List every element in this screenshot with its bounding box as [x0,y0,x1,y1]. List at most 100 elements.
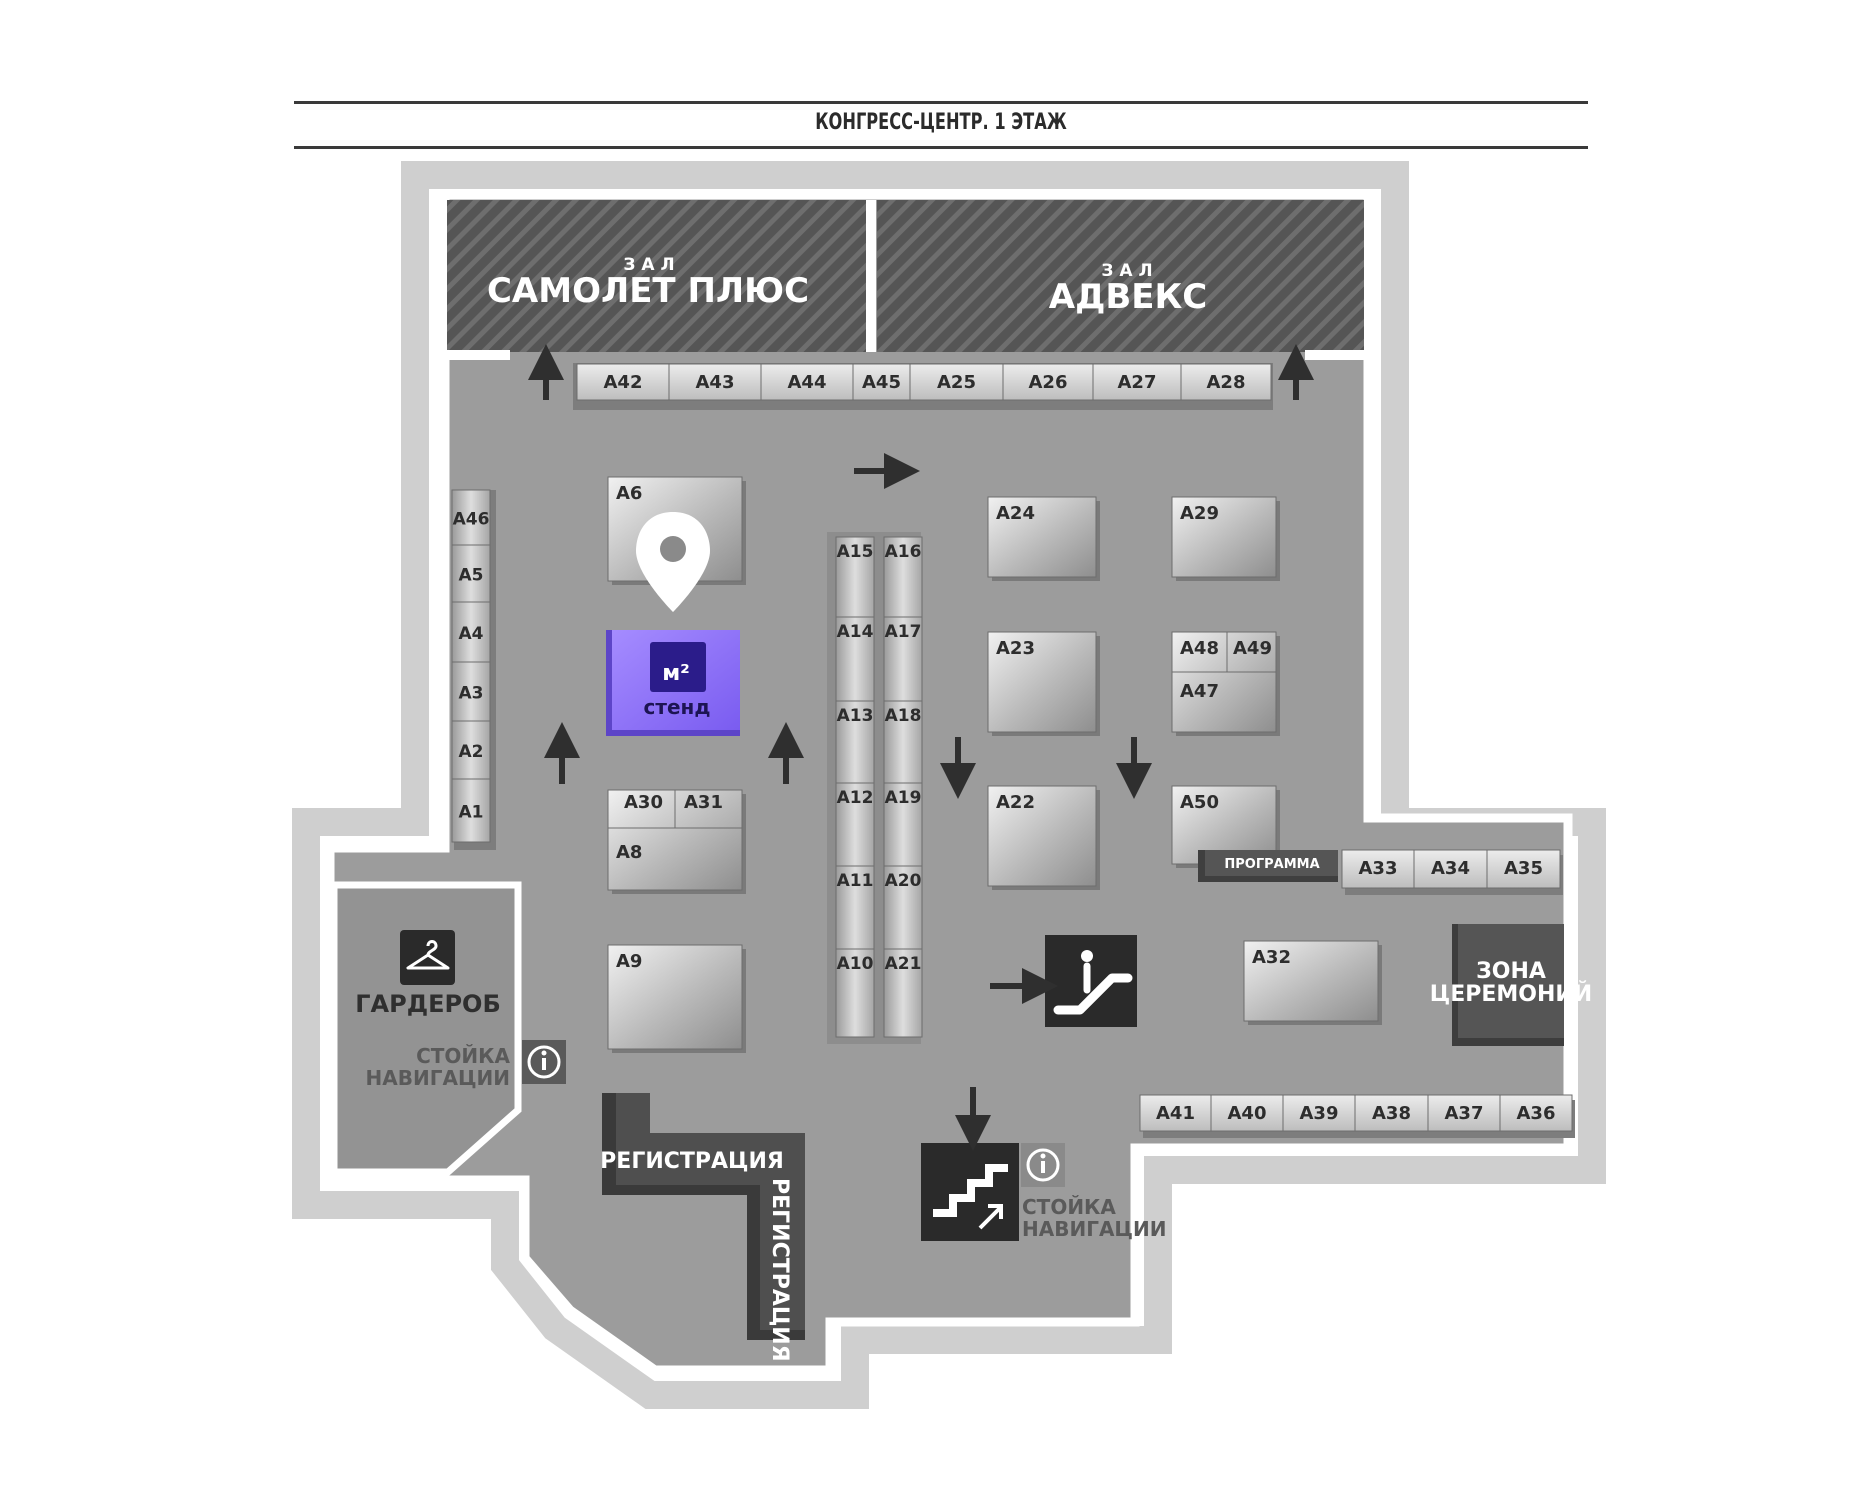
booth-A21-label: A21 [885,954,922,974]
booth-A23-label: A23 [996,638,1035,659]
wardrobe-label: ГАРДЕРОБ [355,990,501,1018]
booth-A46[interactable]: A46 [451,489,491,546]
program-label: ПРОГРАММА [1224,857,1319,872]
program-panel: ПРОГРАММА [1198,850,1338,882]
booth-A20[interactable]: A20 [883,865,923,950]
booth-A25[interactable]: A25 [909,363,1004,401]
escalator-icon[interactable] [1045,935,1137,1027]
hall-wall-segment [1305,350,1368,360]
booth-A4[interactable]: A4 [451,601,491,663]
booth-A10[interactable]: A10 [835,948,875,1038]
booth-A9[interactable]: A9 [607,944,746,1053]
booth-A13[interactable]: A13 [835,700,875,784]
ceremony-zone[interactable]: ЗОНА ЦЕРЕМОНИЙ [1430,924,1592,1046]
booth-A16-label: A16 [885,542,922,562]
booth-A46-label: A46 [453,510,490,530]
booth-A11[interactable]: A11 [835,865,875,950]
booth-A37[interactable]: A37 [1427,1094,1503,1138]
booth-A47-label: A47 [1180,681,1219,702]
header-rule-bottom [294,146,1588,149]
booth-A29[interactable]: A29 [1171,496,1280,581]
booth-A12-label: A12 [837,788,874,808]
hall-adveks[interactable]: ЗАЛ АДВЕКС [877,200,1364,352]
booth-A29-label: A29 [1180,503,1219,524]
booth-A48[interactable]: A48 [1180,638,1219,659]
booth-A12[interactable]: A12 [835,782,875,867]
booth-A30[interactable]: A30 [624,792,663,813]
booth-A28[interactable]: A28 [1180,363,1272,401]
booth-A17-label: A17 [885,622,922,642]
hall-divider [866,200,876,352]
location-pin-icon[interactable] [636,512,710,612]
wardrobe-area[interactable]: ГАРДЕРОБ [355,930,501,1018]
booth-A24[interactable]: A24 [987,496,1100,581]
booth-A32[interactable]: A32 [1243,940,1382,1025]
booth-A44-label: A44 [788,372,827,393]
booth-A23[interactable]: A23 [987,631,1100,736]
booth-A11-label: A11 [837,871,874,891]
booth-A17[interactable]: A17 [883,616,923,702]
booth-A45[interactable]: A45 [852,363,911,401]
booth-A32-label: A32 [1252,947,1291,968]
nav-desk-left[interactable]: СТОЙКА НАВИГАЦИИ [366,1040,566,1090]
booth-A47[interactable]: A47 [1171,631,1280,736]
booth-A26[interactable]: A26 [1002,363,1094,401]
booth-A25-label: A25 [937,372,976,393]
booth-A5[interactable]: A5 [451,544,491,603]
booth-A22-label: A22 [996,792,1035,813]
highlight-booth-label: стенд [644,695,711,719]
stairs-icon[interactable] [921,1143,1019,1241]
info-icon [1026,1148,1060,1182]
booth-A42[interactable]: A42 [576,363,670,401]
booth-A1[interactable]: A1 [451,778,491,843]
booth-A14[interactable]: A14 [835,616,875,702]
booth-A24-label: A24 [996,503,1035,524]
booth-A36[interactable]: A36 [1499,1094,1575,1138]
booth-A6-label: A6 [616,483,642,504]
booth-A33[interactable]: A33 [1341,849,1417,895]
booth-A41-label: A41 [1156,1103,1195,1124]
booth-A43[interactable]: A43 [668,363,762,401]
booth-A16[interactable]: A16 [883,536,923,618]
booth-A49[interactable]: A49 [1233,638,1272,659]
booth-A40[interactable]: A40 [1210,1094,1286,1138]
booth-A41[interactable]: A41 [1139,1094,1214,1138]
nav-desk-bottom-line2: НАВИГАЦИИ [1022,1217,1166,1241]
booth-A34[interactable]: A34 [1413,849,1490,895]
hall-wall-segment [445,350,510,360]
booth-A18[interactable]: A18 [883,700,923,784]
booth-A39-label: A39 [1300,1103,1339,1124]
booth-A31[interactable]: A31 [684,792,723,813]
booth-A15[interactable]: A15 [835,536,875,618]
booth-A22[interactable]: A22 [987,785,1100,890]
header-rule-top [294,101,1588,104]
booth-A27[interactable]: A27 [1092,363,1182,401]
nav-desk-bottom[interactable]: СТОЙКА НАВИГАЦИИ [1021,1143,1166,1241]
nav-desk-left-line2: НАВИГАЦИИ [366,1066,510,1090]
direction-arrows [528,344,1314,1151]
registration-desk[interactable]: РЕГИСТРАЦИЯ РЕГИСТРАЦИЯ [600,1093,805,1362]
booth-A43-label: A43 [696,372,735,393]
hall-samolet-plus[interactable]: ЗАЛ САМОЛЕТ ПЛЮС [447,200,866,352]
booth-A38-label: A38 [1372,1103,1411,1124]
booth-A48-label: A48 [1180,638,1219,659]
booth-A2[interactable]: A2 [451,720,491,780]
booth-A10-label: A10 [837,954,874,974]
booth-A2-label: A2 [459,742,484,762]
highlighted-booth[interactable]: м² стенд [606,630,740,736]
booth-A38[interactable]: A38 [1354,1094,1431,1138]
booth-A35[interactable]: A35 [1486,849,1563,895]
booth-A21[interactable]: A21 [883,948,923,1038]
hall-right-sub: ЗАЛ [1101,261,1158,281]
booth-A13-label: A13 [837,706,874,726]
booth-A28-label: A28 [1207,372,1246,393]
booth-A19[interactable]: A19 [883,782,923,867]
booth-A44[interactable]: A44 [760,363,854,401]
booth-A3[interactable]: A3 [451,661,491,722]
booth-A39[interactable]: A39 [1282,1094,1358,1138]
nav-desk-left-line1: СТОЙКА [416,1044,510,1068]
